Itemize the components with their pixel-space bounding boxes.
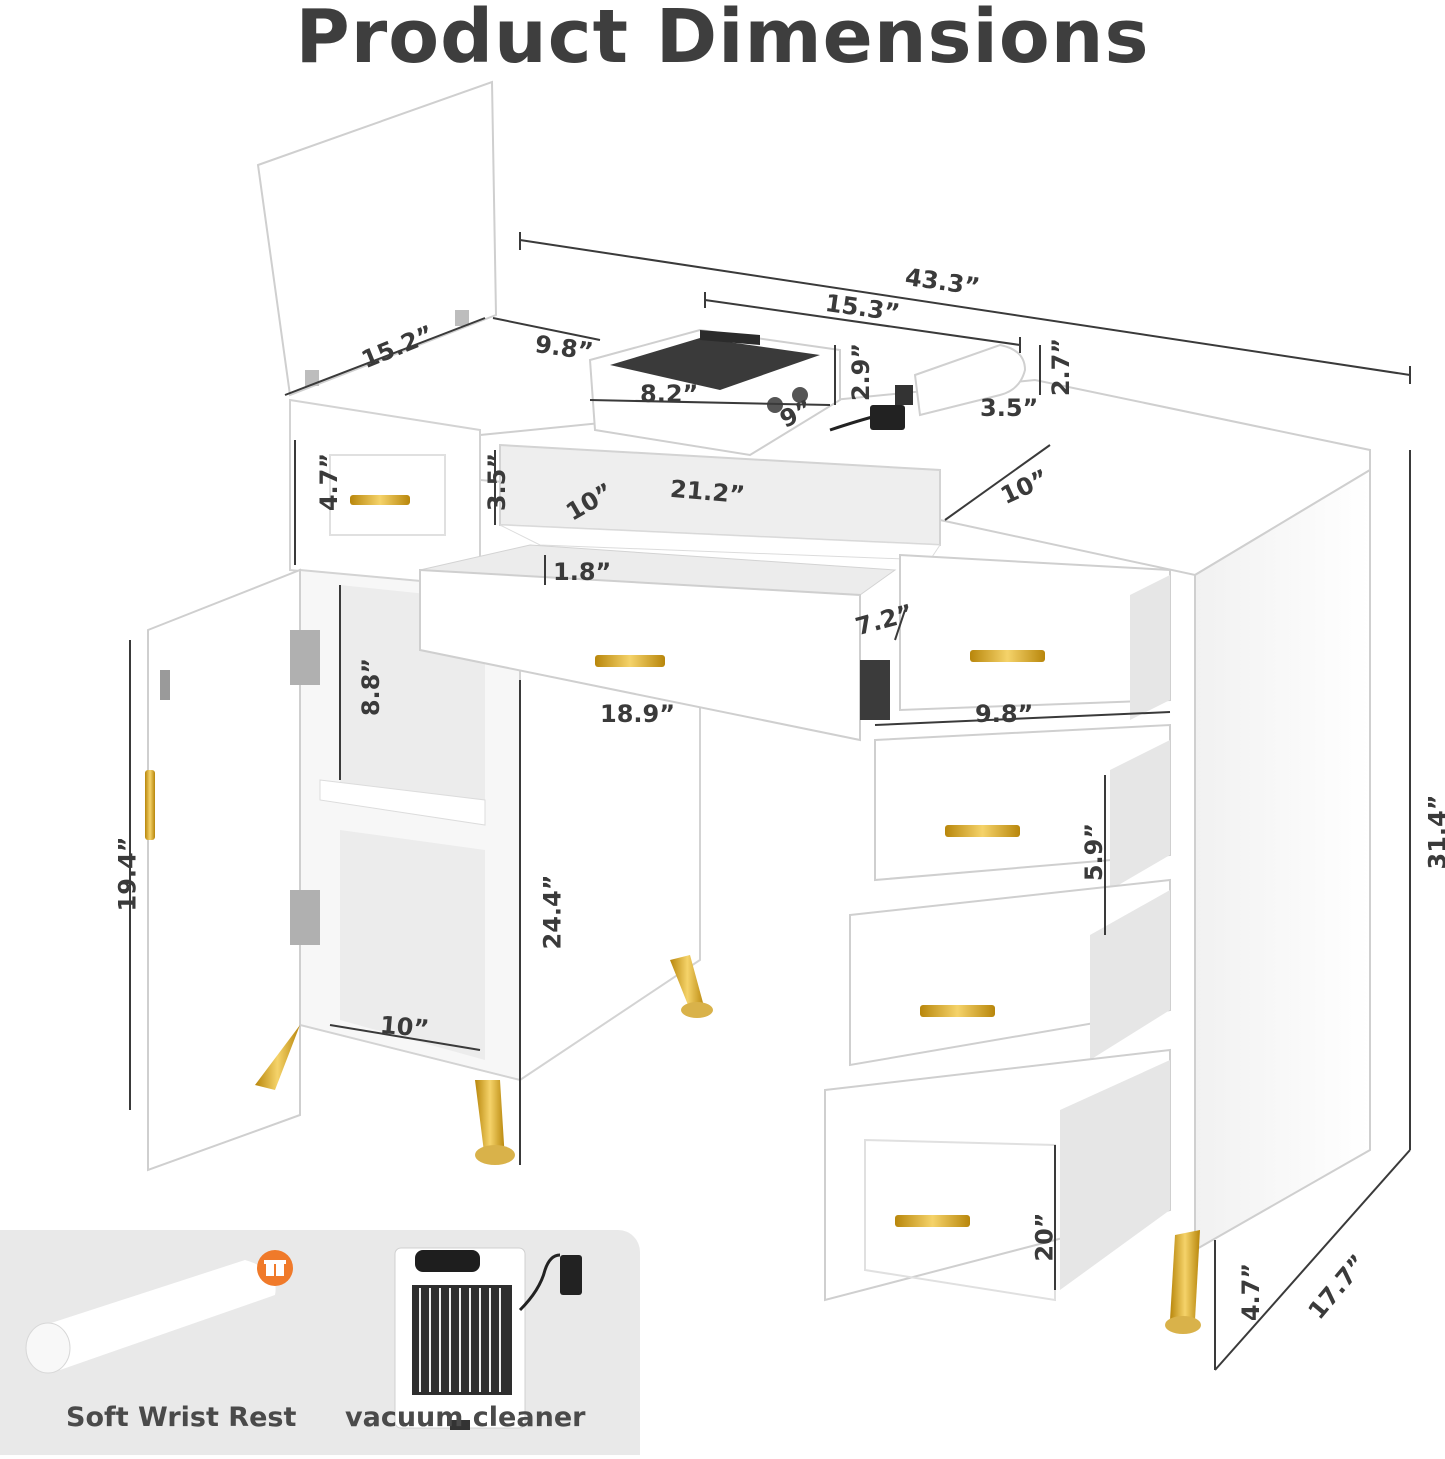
dim-cabinet-height: 24.4”: [541, 875, 565, 950]
dim-bottom-drawer-height: 20”: [1033, 1212, 1057, 1261]
dim-keyboard-width: 18.9”: [600, 702, 675, 726]
gift-icon: [257, 1250, 293, 1286]
accessories-panel: Soft Wrist Rest vacuum cleaner: [0, 1230, 640, 1455]
dim-fan-inner: 8.2”: [640, 382, 698, 406]
dim-keyboard-depth: 1.8”: [553, 560, 611, 584]
dim-cabinet-shelf-height: 8.8”: [359, 658, 383, 716]
dim-rest-length: 3.5”: [980, 396, 1038, 420]
vacuum-label: vacuum cleaner: [345, 1402, 585, 1433]
dim-top-drawer-height: 4.7”: [317, 453, 341, 511]
dim-drawer-height: 5.9”: [1082, 823, 1106, 881]
dim-door-height: 19.4”: [116, 837, 140, 912]
dim-cabinet-depth: 10”: [379, 1013, 430, 1041]
dim-rest-diameter: 2.7”: [1049, 338, 1073, 396]
dim-shelf-width: 21.2”: [669, 477, 746, 507]
wrist-rest-image: [26, 1260, 276, 1373]
dim-shelf-height: 3.5”: [485, 453, 509, 511]
dim-lid-depth: 9.8”: [534, 332, 595, 364]
dim-total-height: 31.4”: [1426, 795, 1445, 870]
dim-right-drawer-width: 9.8”: [975, 702, 1033, 726]
dim-leg-height: 4.7”: [1239, 1263, 1263, 1321]
dim-fan-height: 2.9”: [849, 343, 873, 401]
wrist-rest-label: Soft Wrist Rest: [66, 1402, 296, 1433]
